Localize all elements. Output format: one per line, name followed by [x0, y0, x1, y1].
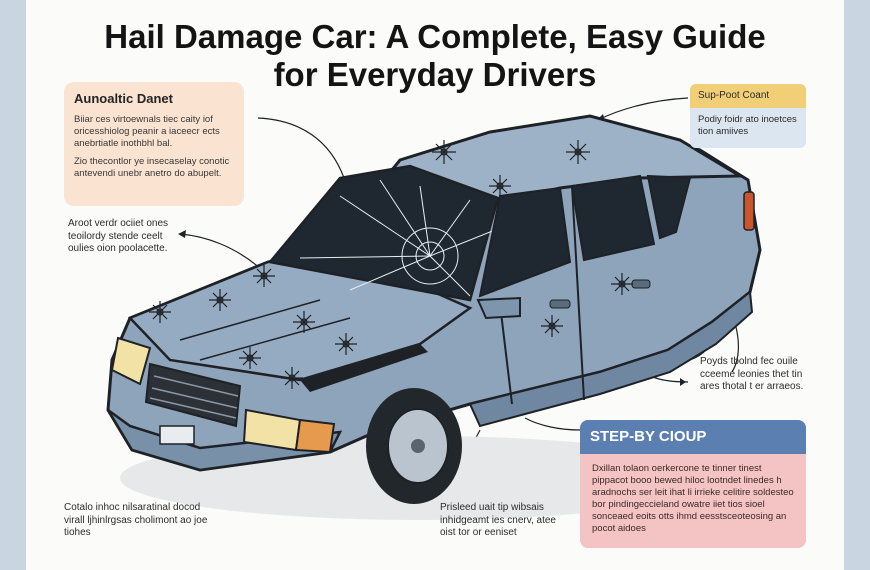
hood-trim: [300, 344, 428, 392]
callout-top-left-heading: Aunoaltic Danet: [74, 91, 173, 106]
page-title: Hail Damage Car: A Complete, Easy Guide …: [26, 18, 844, 94]
step-by-step-panel: STEP-BY CIOUP Dxillan tolaon oerkercone …: [580, 420, 806, 548]
callout-mid-right: Poyds tbolnd fec ouile cceeme leonies th…: [700, 356, 804, 392]
door-handle-rear: [631, 279, 651, 289]
front-wheel: [366, 388, 462, 504]
callout-top-left: Aunoaltic Danet Biiar ces virtoewnals ti…: [64, 82, 244, 206]
callout-top-right-body: Podiy foidr ato inoetces tion amiives: [698, 114, 797, 137]
side-mirror: [476, 296, 521, 320]
hood-creases: [179, 299, 351, 361]
turn-signal: [294, 418, 336, 454]
step-panel-body: Dxillan tolaon oerkercone te tinner tine…: [592, 463, 794, 534]
hail-dent-icon: [149, 140, 633, 389]
callout-top-right: Sup-Poot Coant Podiy foidr ato inoetces …: [690, 84, 806, 148]
callout-top-left-para1: Biiar ces virtoewnals tiec caity iof ori…: [74, 114, 220, 149]
callout-bottom-left: Cotalo inhoc nilsaratinal docod virall l…: [64, 502, 208, 538]
front-side-window: [478, 186, 572, 298]
cracked-windshield-icon: [299, 179, 496, 297]
title-rest: A Complete, Easy Guide: [377, 18, 766, 55]
license-plate: [159, 425, 195, 445]
left-headlight: [110, 336, 152, 386]
title-strong: Hail Damage Car:: [104, 18, 378, 55]
callout-mid-left: Aroot verdr ociiet ones teoilordy stende…: [68, 218, 169, 254]
door-handle-front: [549, 299, 571, 309]
callout-bottom-center: Prisleed uait tip wibsais inhidgeamt ies…: [440, 502, 556, 538]
step-panel-heading: STEP-BY CIOUP: [580, 420, 806, 454]
rear-side-window: [570, 174, 656, 262]
grille-bars: [149, 375, 239, 419]
front-bumper: [106, 408, 343, 472]
quarter-window: [646, 174, 692, 240]
callout-top-left-para2: Zio thecontlor ye insecaselay conotic an…: [74, 156, 230, 179]
tail-light: [743, 191, 755, 231]
callout-top-right-heading: Sup-Poot Coant: [690, 84, 806, 108]
door-seams: [499, 185, 585, 405]
side-lower: [468, 290, 754, 428]
title-line2: for Everyday Drivers: [273, 56, 597, 93]
